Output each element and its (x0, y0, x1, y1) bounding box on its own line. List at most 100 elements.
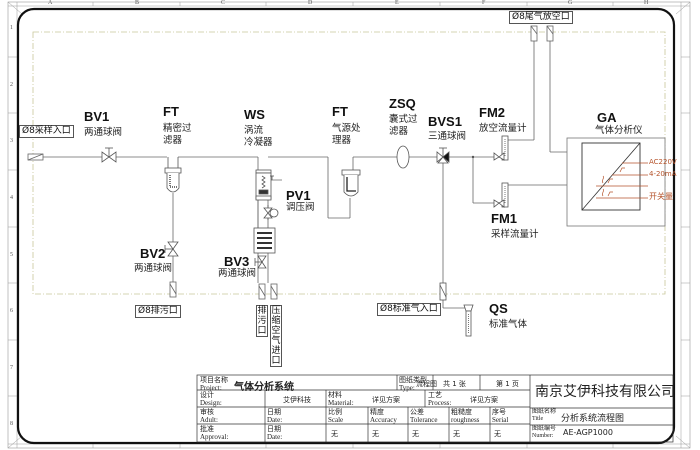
tb-approval-label: 批准 Approval: (200, 425, 229, 441)
tb-date-label: 日期 Date: (267, 408, 283, 424)
bv1-desc: 两通球阀 (84, 127, 123, 138)
tb-company-name: 南京艾伊科技有限公司 (535, 384, 675, 400)
ws-cooler-block-icon (253, 227, 276, 254)
sample-inlet-port[interactable]: Ø8采样入口 (19, 125, 74, 138)
ruler-col-a: A (48, 0, 53, 6)
bv3-code: BV3 (224, 254, 250, 269)
tb-type-label: 图纸类型 Type: (399, 376, 427, 392)
ruler-col-g: G (568, 0, 573, 6)
ws-code: WS (244, 107, 265, 122)
bvs1-three-way-valve-icon (436, 147, 450, 164)
bv2-desc: 两通球阀 (134, 263, 173, 274)
tb-material-label: 材料 Material: (328, 391, 354, 407)
tb-title-value: 分析系统流程图 (561, 414, 625, 424)
fm2-desc: 放空流量计 (479, 123, 527, 134)
ruler-col-d: D (308, 0, 313, 6)
tb-accuracy-value: 无 (372, 430, 379, 438)
ga-output-switch: 开关量 (649, 192, 673, 201)
ft1-filter-icon (164, 157, 182, 193)
bv2-code: BV2 (140, 246, 166, 261)
qs-desc: 标准气体 (489, 319, 528, 330)
tb-title-label: 图纸名称 Title (532, 409, 557, 422)
qs-gas-cylinder-icon (439, 282, 474, 337)
exhaust-vent-port[interactable]: Ø8尾气放空口 (509, 11, 573, 24)
tb-design-value: 艾伊科技 (283, 396, 311, 404)
ft1-code: FT (163, 104, 179, 119)
tb-sheets: 共 1 张 (443, 380, 466, 388)
tb-serial-label: 序号 Serial (492, 408, 509, 424)
zsq-code: ZSQ (389, 96, 416, 111)
ga-analyzer-icon (566, 137, 666, 227)
tb-audit-label: 审核 Adult: (200, 408, 218, 424)
ft1-desc: 精密过 滤器 (163, 123, 192, 146)
ruler-col-c: C (221, 0, 226, 6)
ruler-col-f: F (482, 0, 486, 6)
tb-material-value: 详见方案 (372, 396, 400, 404)
ft2-code: FT (332, 104, 348, 119)
ruler-col-b: B (135, 0, 140, 6)
drawing-border (16, 7, 676, 445)
compressed-air-inlet-port[interactable]: 压缩空气进口 (270, 305, 282, 367)
std-gas-inlet-port[interactable]: Ø8标准气入口 (377, 303, 441, 316)
ruler-row-6: 6 (10, 308, 13, 314)
tb-date2-label: 日期 Date: (267, 425, 283, 441)
title-block-grid (196, 374, 674, 443)
fm1-flowmeter-icon (493, 182, 509, 208)
tb-process-value: 详见方案 (470, 396, 498, 404)
tb-process-label: 工艺 Process: (428, 391, 452, 407)
ruler-col-h: H (644, 0, 649, 6)
tb-roughness-value: 无 (453, 430, 460, 438)
tb-serial-value: 无 (494, 430, 501, 438)
ruler-row-3: 3 (10, 138, 13, 144)
tb-roughness-label: 粗糙度 roughness (451, 408, 480, 424)
tb-project-value: 气体分析系统 (234, 382, 294, 393)
bv3-desc: 两通球阀 (218, 268, 257, 279)
ruler-frame (7, 1, 691, 449)
bv1-code: BV1 (84, 109, 110, 124)
ruler-row-8: 8 (10, 421, 13, 427)
ruler-row-4: 4 (10, 195, 13, 201)
drain-port[interactable]: Ø8排污口 (135, 305, 181, 318)
tb-scale-label: 比例 Scale (328, 408, 344, 424)
ruler-row-7: 7 (10, 365, 13, 371)
fm2-code: FM2 (479, 105, 505, 120)
tb-design-label: 设计 Design: (200, 391, 222, 407)
sample-inlet-connector (27, 153, 44, 161)
pv1-desc: 调压阀 (286, 202, 315, 213)
ruler-row-2: 2 (10, 82, 13, 88)
tb-number-value: AE-AGP1000 (563, 428, 613, 437)
tb-type-value: 流程图 (416, 380, 437, 388)
ga-code: GA (597, 110, 617, 125)
bv3-valve-icon (254, 255, 267, 269)
fm1-code: FM1 (491, 211, 517, 226)
tb-scale-value: 无 (331, 430, 338, 438)
pv1-code: PV1 (286, 188, 311, 203)
bvs1-code: BVS1 (428, 114, 462, 129)
pv1-regulator-icon (263, 175, 279, 220)
tb-tolerance-label: 公差 Tolerance (410, 408, 438, 424)
piping (43, 30, 582, 309)
tb-number-label: 图纸编号 Number: (532, 426, 557, 439)
bvs1-desc: 三通球阀 (428, 131, 467, 142)
ruler-row-1: 1 (10, 25, 13, 31)
qs-code: QS (489, 301, 508, 316)
fm1-desc: 采样流量计 (491, 229, 539, 240)
ruler-row-5: 5 (10, 252, 13, 258)
exhaust-connectors (530, 25, 554, 42)
bv2-valve-icon (164, 241, 179, 257)
ruler-col-e: E (395, 0, 399, 6)
zsq-bag-filter-icon (396, 145, 410, 169)
ws-outlet-connectors (258, 283, 278, 300)
drain-connector (169, 281, 177, 298)
drain-port-2[interactable]: 排污口 (256, 305, 268, 337)
ruler-ticks (7, 1, 691, 449)
ws-condenser-icon (255, 169, 272, 201)
ft2-filter-icon (341, 169, 361, 197)
tb-tolerance-value: 无 (412, 430, 419, 438)
zsq-desc: 囊式过 滤器 (389, 114, 418, 137)
ws-desc: 涡流 冷凝器 (244, 125, 273, 148)
tb-accuracy-label: 精度 Accuracy (370, 408, 397, 424)
ga-desc: 气体分析仪 (595, 125, 643, 136)
ga-output-4-20ma: 4-20mA (649, 170, 677, 178)
